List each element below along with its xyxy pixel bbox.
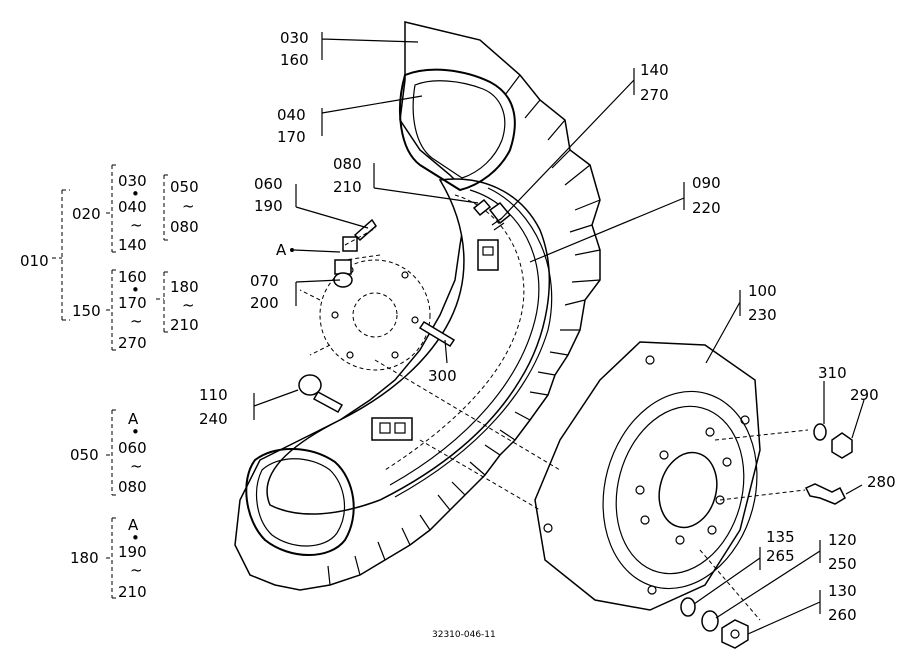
leader-lines [253, 32, 865, 635]
callout-265: 265 [766, 547, 795, 565]
legend-170: 170 [118, 294, 147, 312]
marker-a: A [276, 241, 287, 259]
callout-130: 130 [828, 582, 857, 600]
legend-210-alt: 210 [170, 316, 199, 334]
callout-290: 290 [850, 386, 879, 404]
legend-tilde-3: ~ [130, 312, 143, 330]
legend-dot-1: • [131, 185, 140, 203]
callout-140: 140 [640, 61, 669, 79]
legend-tilde-5: ~ [130, 457, 143, 475]
legend-tilde-4: ~ [182, 296, 195, 314]
callout-160: 160 [280, 51, 309, 69]
callout-135: 135 [766, 528, 795, 546]
callout-240: 240 [199, 410, 228, 428]
legend-a-2: A [128, 516, 139, 534]
tire-body [266, 178, 550, 515]
legend-180: 180 [70, 549, 99, 567]
callout-220: 220 [692, 199, 721, 217]
legend-050: 050 [70, 446, 99, 464]
legend-080-alt: 080 [170, 218, 199, 236]
legend-190: 190 [118, 543, 147, 561]
legend-270: 270 [118, 334, 147, 352]
legend-210: 210 [118, 583, 147, 601]
callout-100: 100 [748, 282, 777, 300]
callout-260: 260 [828, 606, 857, 624]
legend-050-alt: 050 [170, 178, 199, 196]
legend-a-1: A [128, 410, 139, 428]
callout-070: 070 [250, 272, 279, 290]
hub [299, 259, 431, 371]
legend-tilde-6: ~ [130, 561, 143, 579]
legend-060: 060 [118, 439, 147, 457]
callout-120: 120 [828, 531, 857, 549]
tube-section-bottom [245, 448, 355, 556]
legend-150: 150 [72, 302, 101, 320]
legend-tilde-2: ~ [182, 197, 195, 215]
callout-310: 310 [818, 364, 847, 382]
callout-230: 230 [748, 306, 777, 324]
legend-180-alt: 180 [170, 278, 199, 296]
callout-030: 030 [280, 29, 309, 47]
legend-140: 140 [118, 236, 147, 254]
legend-030: 030 [118, 172, 147, 190]
callout-170: 170 [277, 128, 306, 146]
legend-020: 020 [72, 205, 101, 223]
callout-060: 060 [254, 175, 283, 193]
callout-080: 080 [333, 155, 362, 173]
legend-tilde-1: ~ [130, 216, 143, 234]
tire [234, 21, 601, 591]
callout-210: 210 [333, 178, 362, 196]
callout-280: 280 [867, 473, 896, 491]
fasteners [298, 198, 853, 649]
callout-200: 200 [250, 294, 279, 312]
legend-dot-3: • [131, 423, 140, 441]
marker-dot [290, 248, 294, 252]
legend-dot-2: • [131, 281, 140, 299]
legend-dot-4: • [131, 529, 140, 547]
legend-010: 010 [20, 252, 49, 270]
callout-040: 040 [277, 106, 306, 124]
callout-250: 250 [828, 555, 857, 573]
legend-160: 160 [118, 268, 147, 286]
wheel-rim [534, 341, 761, 611]
callout-labels: 030 160 040 170 080 210 060 190 A 070 20… [199, 29, 896, 640]
callout-110: 110 [199, 386, 228, 404]
callout-190: 190 [254, 197, 283, 215]
rim-plate [534, 341, 761, 611]
callout-300: 300 [428, 367, 457, 385]
legend-080: 080 [118, 478, 147, 496]
callout-270: 270 [640, 86, 669, 104]
callout-090: 090 [692, 174, 721, 192]
assembly-legend: 010 020 150 030 • 040 ~ 140 050 ~ 080 16… [20, 164, 199, 601]
tube-section-top [399, 68, 516, 192]
figure-caption: 32310-046-11 [432, 630, 496, 640]
legend-040: 040 [118, 198, 147, 216]
